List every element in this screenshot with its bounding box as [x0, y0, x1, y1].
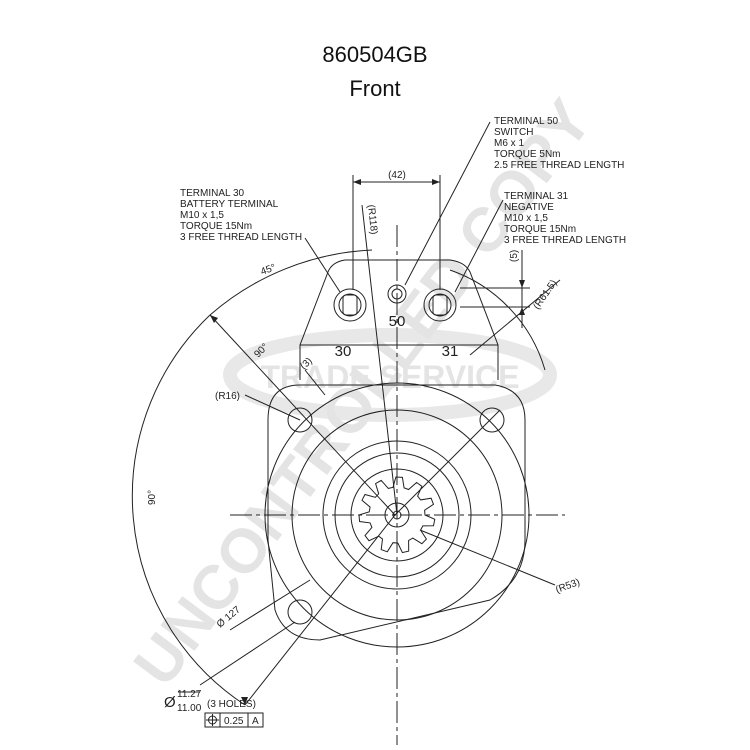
pinion-outer-circle — [350, 468, 444, 562]
t31-line-5: 3 FREE THREAD LENGTH — [504, 235, 626, 246]
arrowhead — [519, 307, 525, 315]
t31-line-3: M10 x 1,5 — [504, 213, 548, 224]
dim-r53-line — [419, 529, 556, 586]
terminal-31-inner — [428, 293, 452, 317]
t50-line-2: SWITCH — [494, 127, 533, 138]
watermark-logo-ring — [223, 328, 557, 422]
body-circle-mid — [322, 440, 472, 590]
terminal-50-note: TERMINAL 50 SWITCH M6 x 1 TORQUE 5Nm 2.5… — [494, 116, 624, 171]
tolerance-value: 0.25 — [224, 716, 244, 727]
diameter-symbol: Ø — [164, 694, 176, 711]
dim-r16-line — [244, 394, 301, 421]
datum-reference: A — [252, 716, 259, 727]
terminal-30-note: TERMINAL 30 BATTERY TERMINAL M10 x 1,5 T… — [180, 188, 302, 243]
hole-count: (3 HOLES) — [207, 699, 256, 710]
t50-line-5: 2.5 FREE THREAD LENGTH — [494, 160, 624, 171]
extension-line-right — [394, 409, 501, 516]
t30-line-2: BATTERY TERMINAL — [180, 199, 279, 210]
arrowhead — [432, 179, 440, 185]
hole-size-upper: 11.27 — [177, 689, 202, 700]
t30-line-5: 3 FREE THREAD LENGTH — [180, 232, 302, 243]
leader-hole-callout — [199, 621, 296, 686]
terminal-50-inner — [391, 288, 403, 300]
angle-arc-45 — [209, 249, 373, 316]
body-circle-outer — [264, 382, 530, 648]
extension-line-lower-left — [244, 514, 396, 706]
dim-r118-label: (R118) — [365, 204, 379, 235]
terminal-30-outer — [333, 288, 367, 322]
t50-line-3: M6 x 1 — [494, 138, 524, 149]
t31-line-2: NEGATIVE — [504, 202, 554, 213]
dim-r61-5-line — [469, 279, 561, 356]
mounting-hole-upper-right — [479, 407, 505, 433]
extension-line-upper-left — [209, 314, 396, 516]
terminal-30-stud — [342, 294, 358, 316]
part-number: 860504GB — [322, 42, 428, 67]
dim-42-label: (42) — [388, 170, 406, 181]
mounting-flange — [267, 384, 526, 641]
leader-terminal-50 — [404, 121, 491, 286]
terminal-50-outer — [387, 284, 407, 304]
terminal-label-30: 30 — [335, 343, 352, 360]
t31-line-4: TORQUE 15Nm — [504, 224, 576, 235]
arrowhead — [210, 315, 218, 323]
angle-arc-90-left — [131, 314, 246, 706]
terminal-housing — [299, 259, 499, 380]
terminal-31-stud — [432, 294, 448, 316]
pinion-hub — [384, 502, 410, 528]
dim-r53-label: (R53) — [554, 577, 581, 596]
arrowhead — [519, 280, 525, 288]
dim-5-label: (5) — [509, 250, 520, 262]
arrowhead — [241, 697, 248, 705]
arrowhead — [353, 179, 361, 185]
feature-control-frame — [204, 712, 264, 728]
leader-terminal-31 — [454, 199, 504, 293]
terminal-31-note: TERMINAL 31 NEGATIVE M10 x 1,5 TORQUE 15… — [504, 191, 626, 246]
t50-line-1: TERMINAL 50 — [494, 116, 559, 127]
pinion-gear — [358, 476, 436, 554]
watermark-logo-text: TRADE SERVICE — [260, 359, 519, 395]
dim-r61-5-label: (R61.5) — [531, 278, 559, 312]
terminal-label-31: 31 — [442, 343, 459, 360]
t31-line-1: TERMINAL 31 — [504, 191, 569, 202]
dim-90-left-label: 90° — [147, 490, 158, 505]
leader-terminal-30 — [304, 237, 341, 293]
t50-line-4: TORQUE 5Nm — [494, 149, 561, 160]
t30-line-3: M10 x 1,5 — [180, 210, 224, 221]
dim-dia-127-line — [229, 579, 311, 631]
mounting-hole-lower — [287, 599, 313, 625]
hole-size-lower: 11.00 — [177, 703, 202, 714]
dim-r118-line — [361, 204, 398, 516]
view-label: Front — [349, 76, 401, 101]
dim-3-line — [304, 369, 326, 396]
dim-45-label: 45° — [259, 262, 277, 278]
t30-line-1: TERMINAL 30 — [180, 188, 245, 199]
terminal-label-50: 50 — [389, 313, 406, 330]
body-circle-inner — [334, 452, 460, 578]
mounting-hole-upper-left — [287, 407, 313, 433]
terminal-30-inner — [338, 293, 362, 317]
angle-arc-right — [449, 269, 546, 371]
watermark: TRADE SERVICE UNCONTROLLED COPY — [121, 87, 605, 698]
t30-line-4: TORQUE 15Nm — [180, 221, 252, 232]
body-circle-dia-127 — [291, 409, 503, 621]
dim-r16-label: (R16) — [215, 391, 240, 402]
